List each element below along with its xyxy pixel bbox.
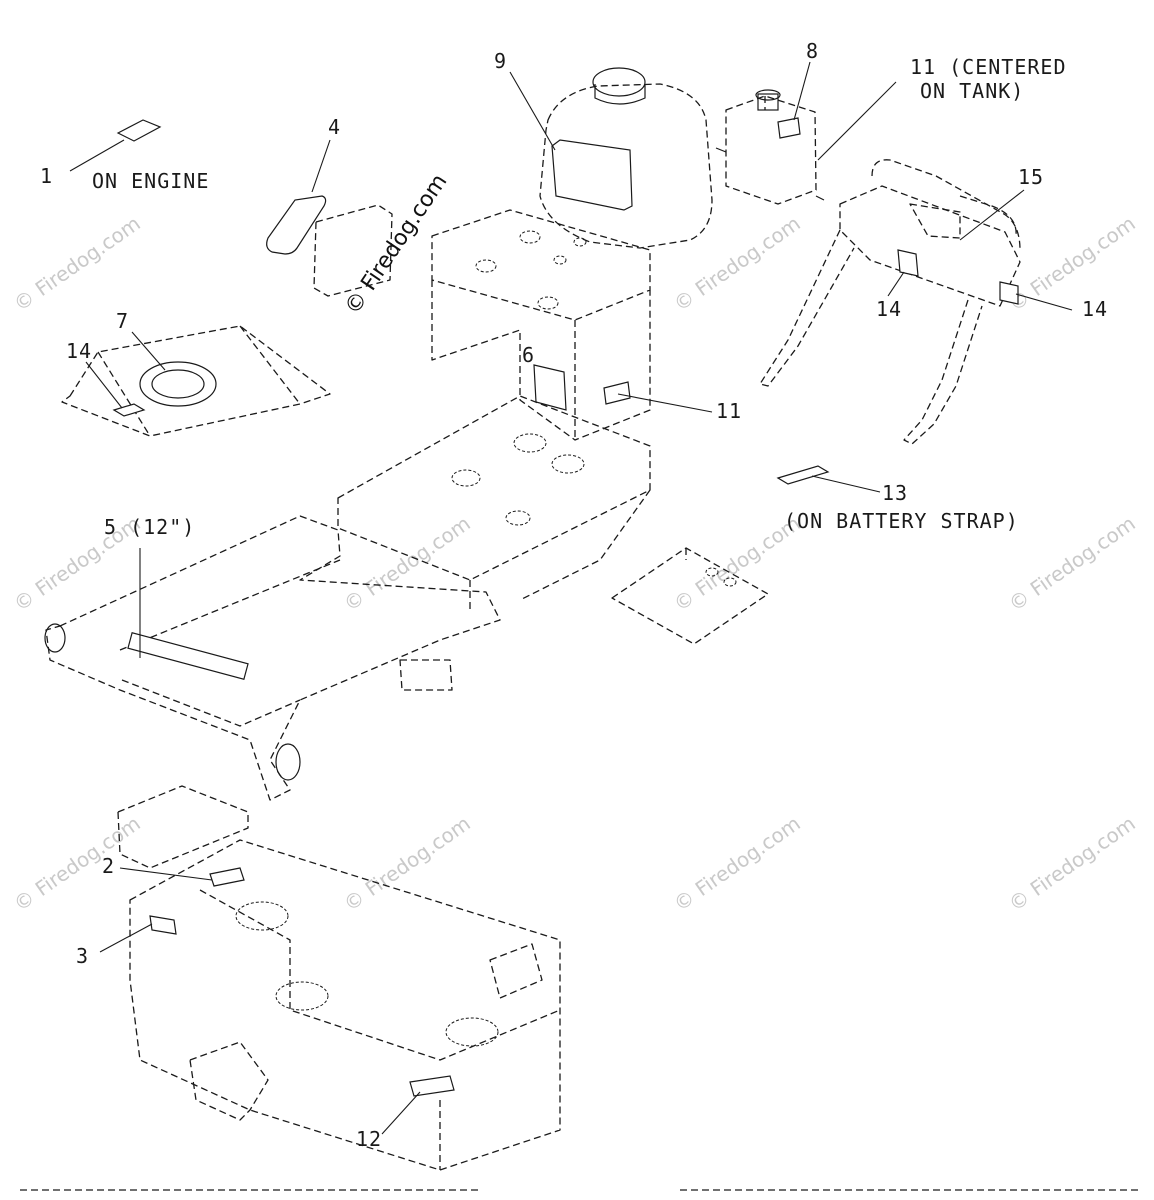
- rops-assembly: [759, 159, 1073, 445]
- callout-12-number: 12: [356, 1127, 382, 1151]
- callout-1-note: ON ENGINE: [92, 169, 209, 193]
- watermark: © Firedog.com: [1004, 511, 1140, 616]
- watermark: © Firedog.com: [9, 811, 145, 916]
- watermark-main: © Firedog.com: [340, 170, 452, 320]
- watermark: © Firedog.com: [669, 811, 805, 916]
- callout-14-rops-right-number: 14: [1082, 297, 1108, 321]
- watermark: © Firedog.com: [1004, 811, 1140, 916]
- watermark: © Firedog.com: [9, 211, 145, 316]
- hydraulic-tank: [715, 61, 897, 205]
- watermark-layer: © Firedog.com © Firedog.com © Firedog.co…: [9, 211, 1140, 916]
- callout-8-number: 8: [806, 39, 819, 63]
- control-tower: [431, 209, 713, 441]
- fuel-tank: [509, 67, 713, 249]
- callout-6-number: 6: [522, 343, 535, 367]
- callout-3-number: 3: [76, 944, 89, 968]
- decal-4-panel: [266, 139, 393, 297]
- watermark: © Firedog.com: [1004, 211, 1140, 316]
- callout-5-number: 5 (12"): [104, 515, 195, 539]
- callout-14-seat-number: 14: [66, 339, 92, 363]
- callout-11-tower-number: 11: [716, 399, 742, 423]
- callout-1-number: 1: [40, 164, 53, 188]
- callout-14-rops-left-number: 14: [876, 297, 902, 321]
- decal-1-engine: [69, 119, 162, 172]
- callout-13-number: 13: [882, 481, 908, 505]
- callout-13-note: (ON BATTERY STRAP): [784, 509, 1019, 533]
- battery-tray: [611, 465, 881, 645]
- callout-15-number: 15: [1018, 165, 1044, 189]
- callout-11-tank-number: 11 (CENTERED: [910, 55, 1067, 79]
- seat-pan-decals: [61, 325, 331, 437]
- callout-11-tank-note: ON TANK): [920, 79, 1024, 103]
- callout-4-number: 4: [328, 115, 341, 139]
- callout-2-number: 2: [102, 854, 115, 878]
- watermark: © Firedog.com: [339, 511, 475, 616]
- watermark: © Firedog.com: [339, 811, 475, 916]
- main-chassis: [44, 395, 651, 801]
- callout-9-number: 9: [494, 49, 507, 73]
- callout-7-number: 7: [116, 309, 129, 333]
- watermark: © Firedog.com: [669, 211, 805, 316]
- mower-deck: [99, 785, 561, 1171]
